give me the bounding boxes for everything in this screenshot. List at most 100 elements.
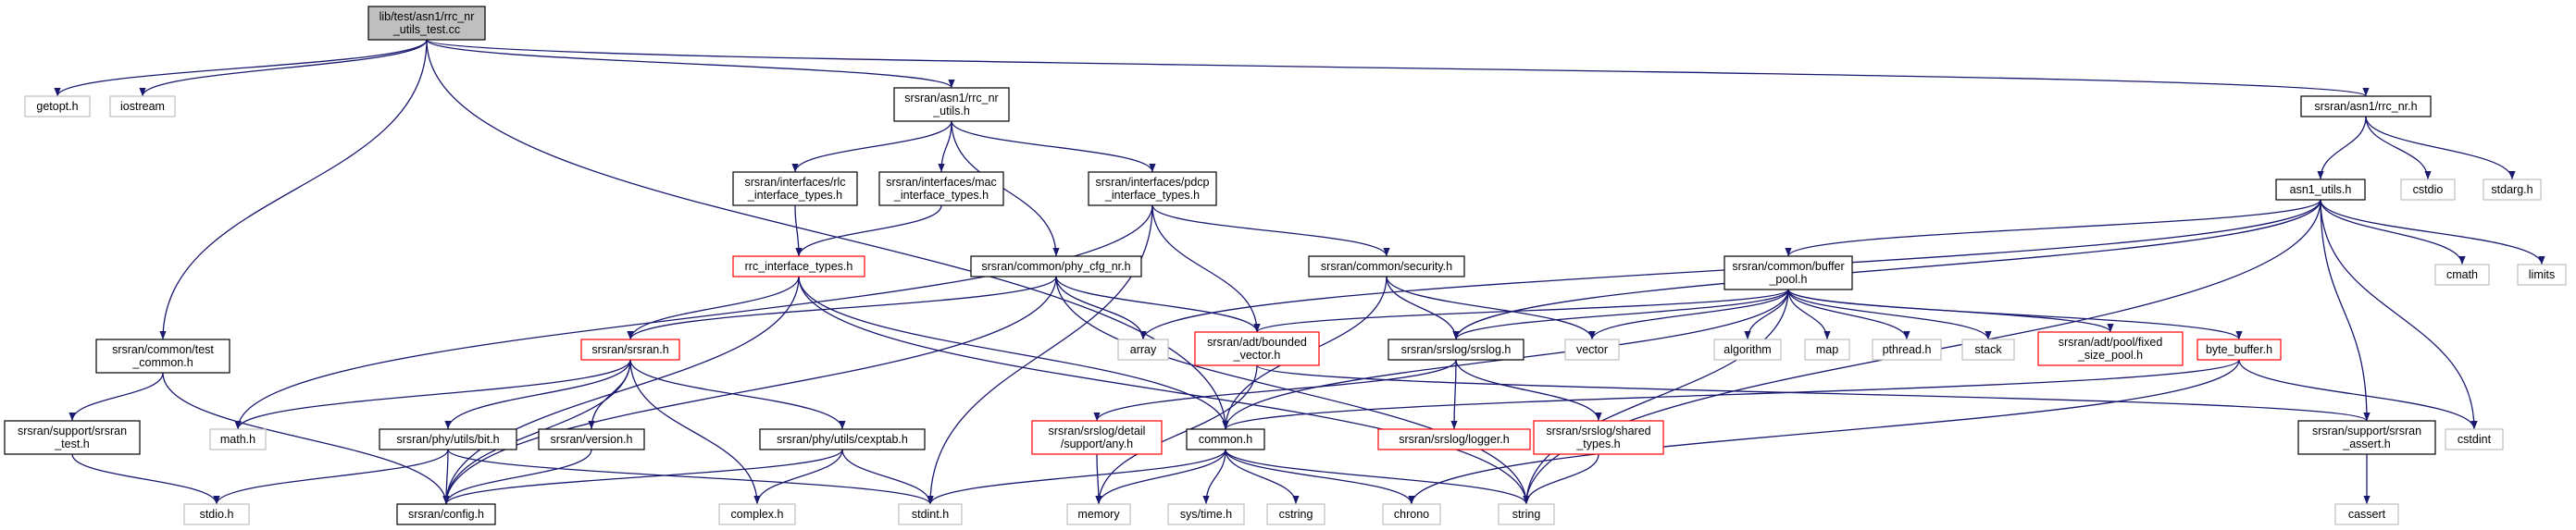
node-label: srsran/interfaces/pdcp bbox=[1096, 176, 1210, 189]
node-stdio_h[interactable]: stdio.h bbox=[183, 503, 250, 525]
node-mac_if[interactable]: srsran/interfaces/mac_interface_types.h bbox=[878, 171, 1004, 206]
node-label: complex.h bbox=[731, 508, 784, 521]
node-chrono[interactable]: chrono bbox=[1382, 503, 1441, 525]
node-cassert[interactable]: cassert bbox=[2334, 503, 2399, 525]
node-cstring[interactable]: cstring bbox=[1266, 503, 1325, 525]
edge-bit_h-to-stdio_h bbox=[213, 449, 449, 505]
node-label: algorithm bbox=[1724, 343, 1771, 356]
edge-phy_cfg_nr-to-srsran_h bbox=[627, 276, 1057, 340]
node-srslog_h[interactable]: srsran/srslog/srslog.h bbox=[1388, 339, 1524, 361]
node-label: srsran/support/srsran bbox=[2312, 425, 2421, 438]
edge-rrc_if_types-to-config_h bbox=[442, 276, 800, 505]
node-limits[interactable]: limits bbox=[2517, 264, 2567, 286]
node-array[interactable]: array bbox=[1117, 339, 1169, 361]
node-label: srsran/version.h bbox=[551, 433, 633, 446]
node-label: srsran/common/phy_cfg_nr.h bbox=[981, 260, 1130, 273]
edge-rrc_nr_h-to-cstdio bbox=[2365, 116, 2432, 180]
node-box bbox=[1713, 339, 1782, 361]
node-getopt[interactable]: getopt.h bbox=[24, 95, 91, 117]
node-byte_buffer[interactable]: byte_buffer.h bbox=[2196, 339, 2282, 361]
node-systime[interactable]: sys/time.h bbox=[1167, 503, 1245, 525]
node-srsran_assert[interactable]: srsran/support/srsran_assert.h bbox=[2297, 420, 2436, 455]
node-fixed_size_pool[interactable]: srsran/adt/pool/fixed_size_pool.h bbox=[2037, 331, 2184, 366]
node-box bbox=[1186, 428, 1265, 450]
node-security[interactable]: srsran/common/security.h bbox=[1308, 255, 1465, 277]
node-srsran_test[interactable]: srsran/support/srsran_test.h bbox=[4, 420, 141, 455]
node-stdarg[interactable]: stdarg.h bbox=[2483, 179, 2542, 201]
node-label: cassert bbox=[2348, 508, 2386, 521]
node-box bbox=[1377, 428, 1531, 450]
node-box bbox=[1066, 503, 1131, 525]
node-label: array bbox=[1130, 343, 1157, 356]
node-vector[interactable]: vector bbox=[1564, 339, 1620, 361]
node-any_h[interactable]: srsran/srslog/detail/support/any.h bbox=[1031, 420, 1163, 455]
node-logger_h[interactable]: srsran/srslog/logger.h bbox=[1377, 428, 1531, 450]
node-label: srsran/srslog/srslog.h bbox=[1401, 343, 1512, 356]
node-memory[interactable]: memory bbox=[1066, 503, 1131, 525]
edge-test_common-to-config_h bbox=[162, 372, 450, 505]
node-math_h[interactable]: math.h bbox=[209, 428, 267, 450]
node-srsran_h[interactable]: srsran/srsran.h bbox=[580, 339, 680, 361]
node-stack[interactable]: stack bbox=[1961, 339, 2015, 361]
node-iostream[interactable]: iostream bbox=[109, 95, 176, 117]
node-box bbox=[1382, 503, 1441, 525]
node-label: srsran/asn1/rrc_nr bbox=[904, 92, 998, 105]
edge-phy_cfg_nr-to-string bbox=[1055, 276, 1530, 505]
node-string[interactable]: string bbox=[1498, 503, 1555, 525]
node-label: _interface_types.h bbox=[1104, 189, 1200, 202]
node-stdint_h[interactable]: stdint.h bbox=[898, 503, 963, 525]
edge-security-to-vector bbox=[1386, 276, 1596, 340]
node-version_h[interactable]: srsran/version.h bbox=[538, 428, 645, 450]
node-phy_cfg_nr[interactable]: srsran/common/phy_cfg_nr.h bbox=[970, 255, 1142, 277]
node-cmath[interactable]: cmath bbox=[2434, 264, 2490, 286]
node-map[interactable]: map bbox=[1804, 339, 1850, 361]
node-rrc_nr_utils_test[interactable]: lib/test/asn1/rrc_nr_utils_test.cc bbox=[367, 6, 486, 41]
node-box bbox=[718, 503, 796, 525]
edge-asn1_utils-to-cmath bbox=[2320, 199, 2466, 265]
edge-bounded_vector-to-srsran_assert bbox=[1256, 364, 2371, 422]
node-label: map bbox=[1816, 343, 1838, 356]
node-complex_h[interactable]: complex.h bbox=[718, 503, 796, 525]
node-rrc_nr_h[interactable]: srsran/asn1/rrc_nr.h bbox=[2300, 95, 2432, 117]
node-cstdio[interactable]: cstdio bbox=[2400, 179, 2456, 201]
node-label: srsran/srslog/detail bbox=[1049, 425, 1146, 438]
node-rlc_if[interactable]: srsran/interfaces/rlc_interface_types.h bbox=[732, 171, 858, 206]
node-asn1_utils[interactable]: asn1_utils.h bbox=[2275, 179, 2366, 201]
edge-phy_cfg_nr-to-array bbox=[1055, 276, 1147, 340]
node-test_common[interactable]: srsran/common/test_common.h bbox=[95, 339, 230, 374]
node-algorithm[interactable]: algorithm bbox=[1713, 339, 1782, 361]
node-box bbox=[1194, 331, 1320, 366]
node-box bbox=[580, 339, 680, 361]
node-config_h[interactable]: srsran/config.h bbox=[396, 503, 496, 525]
node-bit_h[interactable]: srsran/phy/utils/bit.h bbox=[379, 428, 517, 450]
node-box bbox=[183, 503, 250, 525]
node-box bbox=[2400, 179, 2456, 201]
node-box bbox=[1388, 339, 1524, 361]
node-label: srsran/common/security.h bbox=[1321, 260, 1452, 273]
edge-rrc_nr_utils_test-to-rrc_nr_utils_h bbox=[426, 39, 955, 89]
node-cstdint[interactable]: cstdint bbox=[2445, 428, 2504, 450]
node-box bbox=[1308, 255, 1465, 277]
node-bounded_vector[interactable]: srsran/adt/bounded_vector.h bbox=[1194, 331, 1320, 366]
edge-rrc_if_types-to-common_h bbox=[798, 276, 1229, 430]
node-pthread[interactable]: pthread.h bbox=[1872, 339, 1942, 361]
node-shared_types[interactable]: srsran/srslog/shared_types.h bbox=[1533, 420, 1664, 455]
edge-srslog_h-to-shared_types bbox=[1455, 359, 1602, 422]
node-rrc_if_types[interactable]: rrc_interface_types.h bbox=[732, 255, 865, 277]
node-box bbox=[1533, 420, 1664, 455]
node-buffer_pool[interactable]: srsran/common/buffer_pool.h bbox=[1724, 255, 1853, 290]
node-cexptab[interactable]: srsran/phy/utils/cexptab.h bbox=[759, 428, 926, 450]
edge-pdcp_if-to-security bbox=[1151, 204, 1390, 257]
nodes-layer: lib/test/asn1/rrc_nr_utils_test.ccgetopt… bbox=[4, 6, 2567, 525]
node-label: cmath bbox=[2446, 268, 2478, 281]
edge-rrc_nr_utils_test-to-test_common bbox=[159, 39, 428, 340]
node-label: chrono bbox=[1394, 508, 1429, 521]
node-label: _pool.h bbox=[1768, 273, 1807, 286]
edge-rrc_nr_utils_h-to-mac_if bbox=[938, 120, 952, 173]
node-box bbox=[538, 428, 645, 450]
node-common_h[interactable]: common.h bbox=[1186, 428, 1265, 450]
edge-srslog_h-to-any_h bbox=[1093, 359, 1457, 422]
node-pdcp_if[interactable]: srsran/interfaces/pdcp_interface_types.h bbox=[1088, 171, 1217, 206]
node-rrc_nr_utils_h[interactable]: srsran/asn1/rrc_nr_utils.h bbox=[893, 87, 1010, 122]
